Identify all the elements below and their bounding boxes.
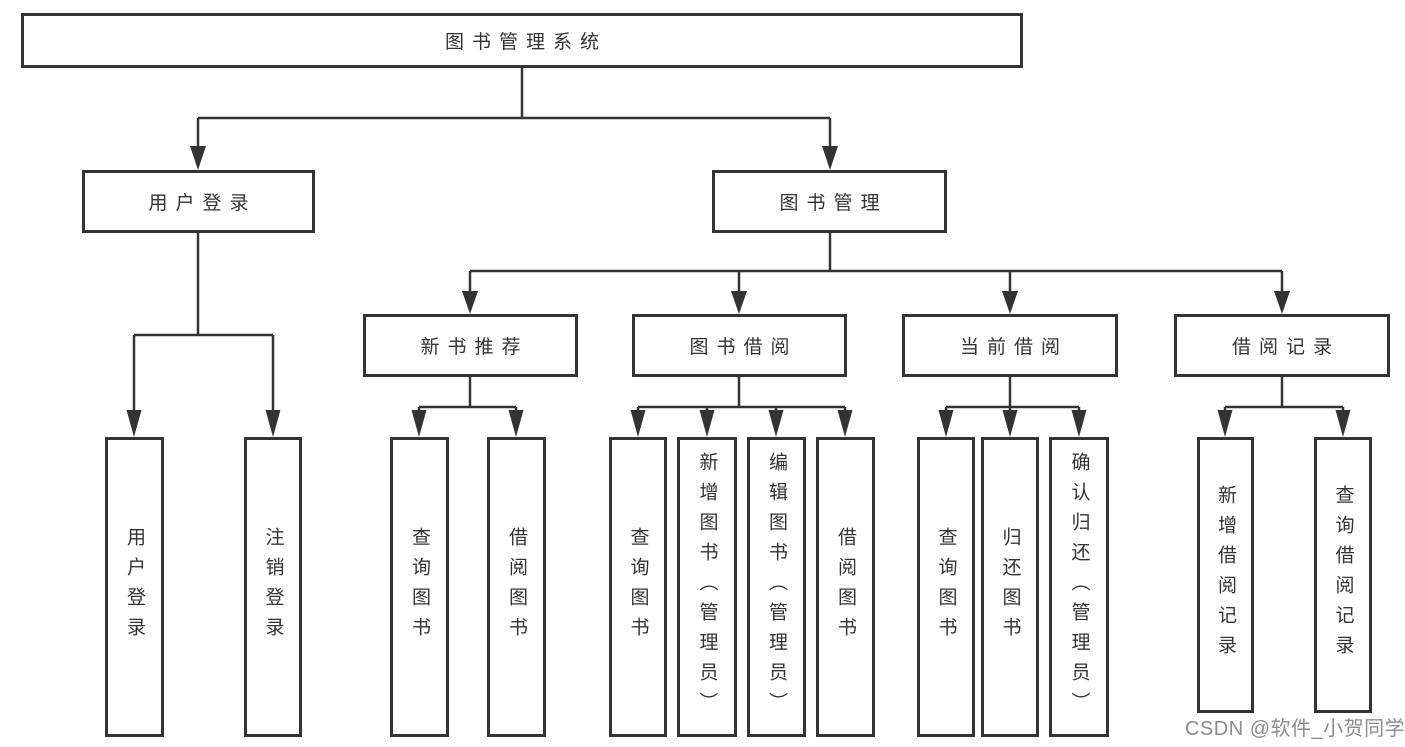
node-book-management: 图书管理 (712, 170, 947, 233)
node-new-book-recommend: 新书推荐 (363, 314, 578, 377)
node-current-borrowing: 当前借阅 (902, 314, 1118, 377)
leaf-borrow-book-borrowing: 借阅图书 (816, 437, 875, 737)
leaf-add-borrow-record: 新增借阅记录 (1197, 437, 1254, 713)
csdn-watermark: CSDN @软件_小贺同学 (1185, 718, 1405, 740)
leaf-user-login-label: 用户登录 (124, 527, 145, 647)
node-root-system: 图书管理系统 (21, 13, 1023, 68)
leaf-query-book-current-label: 查询图书 (935, 527, 957, 647)
node-book-borrowing-label: 图书借阅 (689, 337, 798, 358)
node-root-label: 图书管理系统 (444, 32, 607, 53)
leaf-query-book-borrowing-label: 查询图书 (627, 527, 649, 647)
leaf-borrow-book-recommend-label: 借阅图书 (506, 527, 527, 647)
leaf-add-borrow-record-label: 新增借阅记录 (1215, 485, 1236, 665)
leaf-borrow-book-recommend: 借阅图书 (487, 437, 546, 737)
leaf-logout: 注销登录 (244, 437, 302, 737)
node-book-borrowing: 图书借阅 (632, 314, 847, 377)
leaf-borrow-book-borrowing-label: 借阅图书 (835, 527, 856, 647)
connector-user-login-children (126, 233, 281, 437)
connector-borrow-record-children (1217, 377, 1351, 437)
leaf-confirm-return-admin: 确认归还（管理员） (1049, 437, 1109, 737)
node-user-login: 用户登录 (82, 170, 315, 233)
leaf-add-book-admin: 新增图书（管理员） (677, 437, 737, 737)
node-book-management-label: 图书管理 (779, 193, 888, 214)
leaf-query-book-borrowing: 查询图书 (609, 437, 667, 737)
node-new-book-recommend-label: 新书推荐 (420, 337, 529, 358)
leaf-user-login: 用户登录 (105, 437, 164, 737)
connector-book-mgmt-children (462, 233, 1290, 314)
leaf-confirm-return-admin-label: 确认归还（管理员） (1068, 452, 1090, 722)
connector-new-book-rec-children (411, 377, 524, 437)
node-borrowing-records: 借阅记录 (1174, 314, 1390, 377)
leaf-query-book-recommend-label: 查询图书 (409, 527, 430, 647)
node-user-login-label: 用户登录 (148, 193, 257, 214)
connector-book-borrow-children (630, 377, 853, 437)
node-current-borrowing-label: 当前借阅 (959, 337, 1068, 358)
connector-current-borrow-children (938, 377, 1087, 437)
leaf-query-borrow-record: 查询借阅记录 (1314, 437, 1372, 713)
leaf-query-book-recommend: 查询图书 (390, 437, 449, 737)
leaf-edit-book-admin-label: 编辑图书（管理员） (766, 452, 787, 722)
leaf-query-book-current: 查询图书 (917, 437, 975, 737)
leaf-logout-label: 注销登录 (262, 527, 284, 647)
leaf-query-borrow-record-label: 查询借阅记录 (1332, 485, 1354, 665)
leaf-add-book-admin-label: 新增图书（管理员） (696, 452, 718, 722)
connector-root-to-level2 (190, 68, 838, 170)
node-borrowing-records-label: 借阅记录 (1231, 337, 1340, 358)
leaf-return-book: 归还图书 (981, 437, 1039, 737)
leaf-return-book-label: 归还图书 (999, 527, 1021, 647)
leaf-edit-book-admin: 编辑图书（管理员） (747, 437, 806, 737)
